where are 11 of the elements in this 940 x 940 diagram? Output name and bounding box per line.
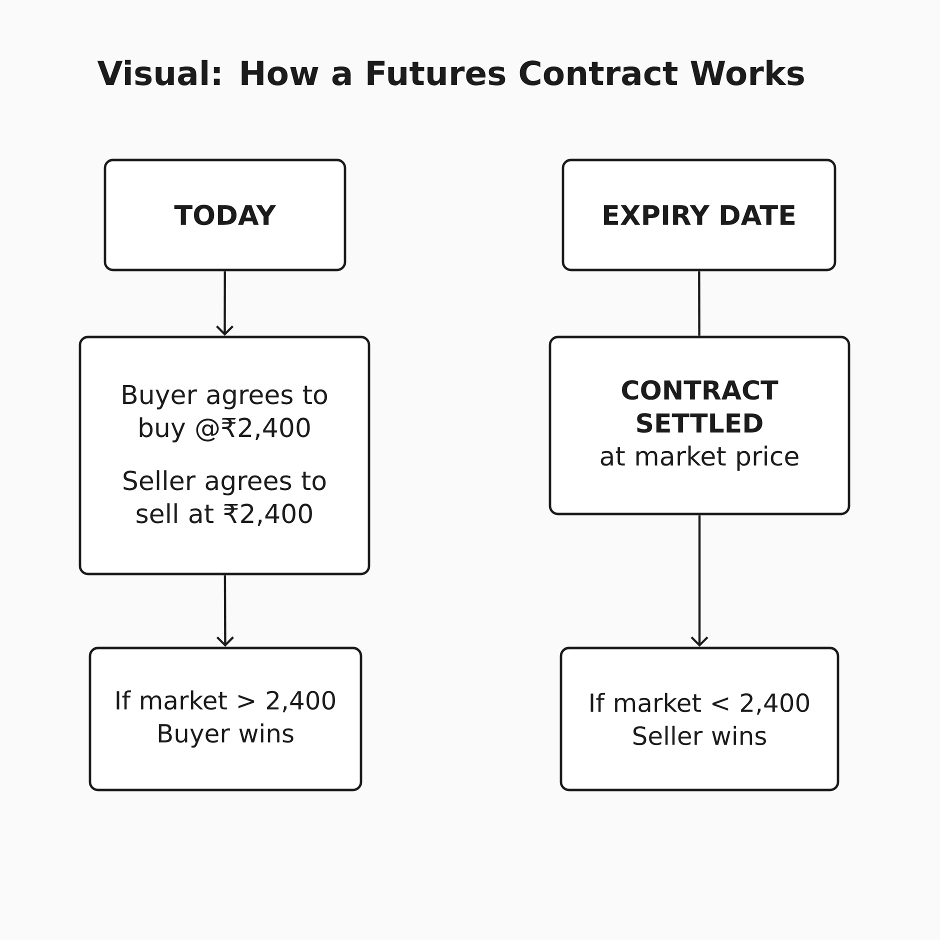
process-box: EXPIRY DATE — [562, 158, 836, 272]
title: Visual: How a Futures Contract Works — [97, 60, 804, 86]
connector-line — [698, 271, 700, 336]
process-box: CONTRACT SETTLED at market price — [548, 336, 850, 516]
process-box: Buyer agrees to buy @₹2,400 Seller agrees to sell at ₹2,400 — [78, 336, 370, 576]
process-box: TODAY — [104, 158, 346, 272]
process-box: If market < 2,400 Seller wins — [560, 646, 840, 792]
arrow — [216, 271, 234, 336]
arrow — [690, 515, 708, 647]
arrow — [216, 575, 234, 647]
process-box: If market > 2,400 Buyer wins — [88, 646, 362, 792]
